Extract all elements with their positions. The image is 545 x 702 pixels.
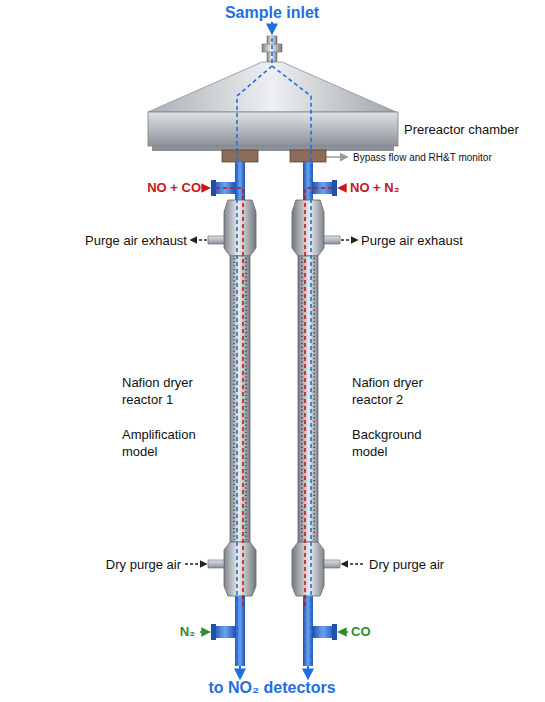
prereactor-chamber-part: [148, 112, 398, 146]
outlet-label: to NO₂ detectors: [208, 678, 335, 699]
inlet-label: Sample inlet: [225, 3, 319, 24]
prereactor-chamber-part: [148, 62, 396, 112]
gas-addition-label: N₂: [180, 624, 195, 641]
purge-inlet-label: Dry purge air: [106, 557, 181, 574]
prereactor-chamber: [148, 36, 398, 151]
purge-exhaust-label: Purge air exhaust: [361, 233, 463, 250]
reactor-1: [185, 150, 258, 678]
bypass-arrow: [326, 157, 347, 158]
sample-inlet-arrow-part: [271, 22, 273, 33]
reactor-label: Nafion dryer reactor 2: [352, 375, 450, 409]
bypass-label: Bypass flow and RH&T monitor: [353, 151, 492, 164]
chamber-label: Prereactor chamber: [404, 122, 519, 139]
sample-inlet-arrow: [272, 22, 273, 33]
reactor-1-part: [185, 150, 258, 678]
gas-addition-label: NO + CO: [147, 180, 201, 197]
prereactor-chamber-part: [152, 146, 394, 151]
sample-flow-path-part: [237, 38, 272, 150]
sample-flow-path-part: [272, 66, 311, 150]
sample-flow-path: [237, 38, 311, 150]
purge-exhaust-label: Purge air exhaust: [85, 233, 187, 250]
reactor-label: Nafion dryer reactor 1: [122, 375, 220, 409]
mode-label: Background model: [352, 427, 450, 461]
gas-addition-label: NO + N₂: [350, 180, 399, 197]
mode-label: Amplification model: [122, 427, 220, 461]
bypass-arrow-part: [326, 156, 347, 158]
purge-inlet-label: Dry purge air: [369, 557, 444, 574]
gas-addition-label: CO: [351, 624, 371, 641]
reactor-2: [290, 150, 363, 678]
reactor-2-part: [290, 150, 363, 678]
